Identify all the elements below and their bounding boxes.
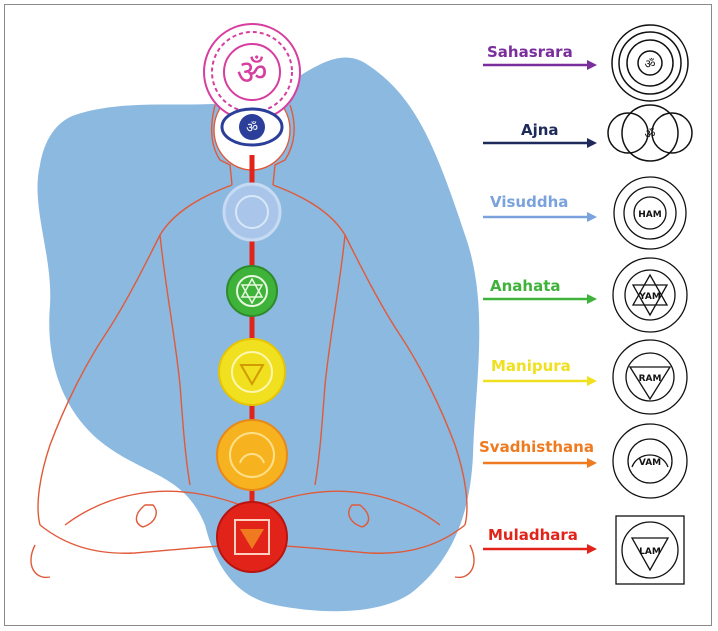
label-svadhisthana: Svadhisthana bbox=[479, 438, 594, 456]
yantra-ajna: ॐ bbox=[608, 105, 692, 161]
anahata-chakra bbox=[227, 266, 277, 316]
yantra-anahata-mantra: YAM bbox=[638, 292, 661, 302]
label-ajna: Ajna bbox=[521, 121, 559, 139]
yantra-visuddha-mantra: HAM bbox=[638, 210, 661, 220]
yantra-manipura-mantra: RAM bbox=[639, 374, 662, 384]
svg-text:ॐ: ॐ bbox=[246, 121, 258, 136]
visuddha-chakra bbox=[224, 184, 280, 240]
svadhisthana-chakra bbox=[217, 420, 287, 490]
diagram-svg: ॐ ॐ bbox=[5, 5, 712, 626]
label-manipura: Manipura bbox=[491, 357, 571, 375]
svg-text:ॐ: ॐ bbox=[645, 127, 656, 141]
yantra-svadhisthana-mantra: VAM bbox=[639, 458, 661, 468]
muladhara-chakra bbox=[217, 502, 287, 572]
label-visuddha: Visuddha bbox=[490, 193, 568, 211]
label-sahasrara: Sahasrara bbox=[487, 43, 573, 61]
yantra-muladhara: LAM bbox=[616, 516, 684, 584]
svg-text:ॐ: ॐ bbox=[236, 53, 267, 93]
label-anahata: Anahata bbox=[490, 277, 561, 295]
yantra-muladhara-mantra: LAM bbox=[639, 547, 661, 557]
yantra-svadhisthana: VAM bbox=[613, 424, 687, 498]
yantra-anahata: YAM bbox=[613, 258, 687, 332]
yantra-visuddha: HAM bbox=[614, 177, 686, 249]
crown-chakra: ॐ bbox=[204, 24, 300, 120]
yantra-sahasrara: ॐ bbox=[612, 25, 688, 101]
yantra-manipura: RAM bbox=[613, 340, 687, 414]
label-muladhara: Muladhara bbox=[488, 526, 578, 544]
manipura-chakra bbox=[219, 339, 285, 405]
chakra-diagram: ॐ ॐ bbox=[4, 4, 712, 626]
ajna-chakra: ॐ bbox=[222, 109, 282, 145]
svg-text:ॐ: ॐ bbox=[645, 57, 656, 71]
